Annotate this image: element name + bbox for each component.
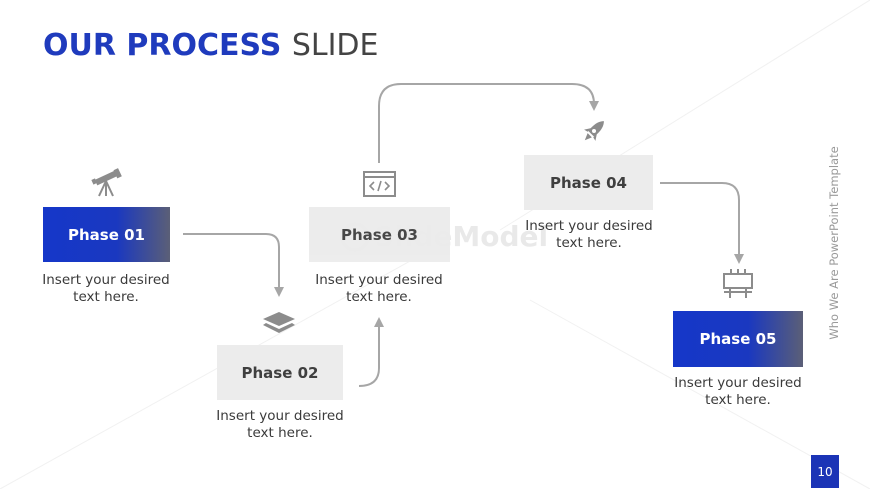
phase-04-desc-line1: Insert your desired [525, 218, 653, 234]
phase-02-desc-line1: Insert your desired [216, 408, 344, 424]
phase-04-label: Phase 04 [550, 173, 627, 192]
phase-02-label: Phase 02 [241, 363, 319, 382]
title-bold: OUR PROCESS [43, 28, 282, 63]
phase-05-desc-line1: Insert your desired [674, 375, 802, 391]
phase-05-label: Phase 05 [699, 330, 777, 348]
phase-05-description: Insert your desired text here. [668, 375, 808, 409]
rocket-icon [584, 121, 604, 141]
phase-04-box: Phase 04 [524, 155, 653, 210]
page-number: 10 [811, 455, 839, 488]
phase-01-desc-line1: Insert your desired [42, 272, 170, 288]
phase-01-label: Phase 01 [68, 225, 145, 244]
code-window-icon [363, 171, 396, 197]
phase-03-desc-line1: Insert your desired [315, 272, 443, 288]
phase-02-desc-line2: text here. [247, 425, 313, 441]
phase-01-desc-line2: text here. [73, 289, 139, 305]
side-template-label: Who We Are PowerPoint Template [827, 146, 841, 340]
telescope-icon [91, 168, 122, 197]
connector-2-3 [358, 317, 384, 387]
layers-icon [263, 312, 295, 333]
phase-03-box: Phase 03 [309, 207, 450, 262]
phase-03-label: Phase 03 [341, 225, 418, 244]
connector-1-2 [183, 233, 284, 297]
phase-04-description: Insert your desired text here. [519, 218, 659, 252]
connector-3-4 [378, 83, 599, 163]
connector-4-5 [660, 182, 744, 264]
phase-01-description: Insert your desired text here. [36, 272, 176, 306]
title-light: SLIDE [291, 28, 379, 63]
phase-05-box: Phase 05 [673, 311, 803, 367]
phase-02-description: Insert your desired text here. [210, 408, 350, 442]
phase-03-description: Insert your desired text here. [309, 272, 449, 306]
phase-01-box: Phase 01 [43, 207, 170, 262]
phase-05-desc-line2: text here. [705, 392, 771, 408]
slide-title: OUR PROCESS SLIDE [43, 28, 379, 64]
phase-04-desc-line2: text here. [556, 235, 622, 251]
phase-02-box: Phase 02 [217, 345, 343, 400]
billboard-icon [723, 269, 753, 298]
phase-03-desc-line2: text here. [346, 289, 412, 305]
